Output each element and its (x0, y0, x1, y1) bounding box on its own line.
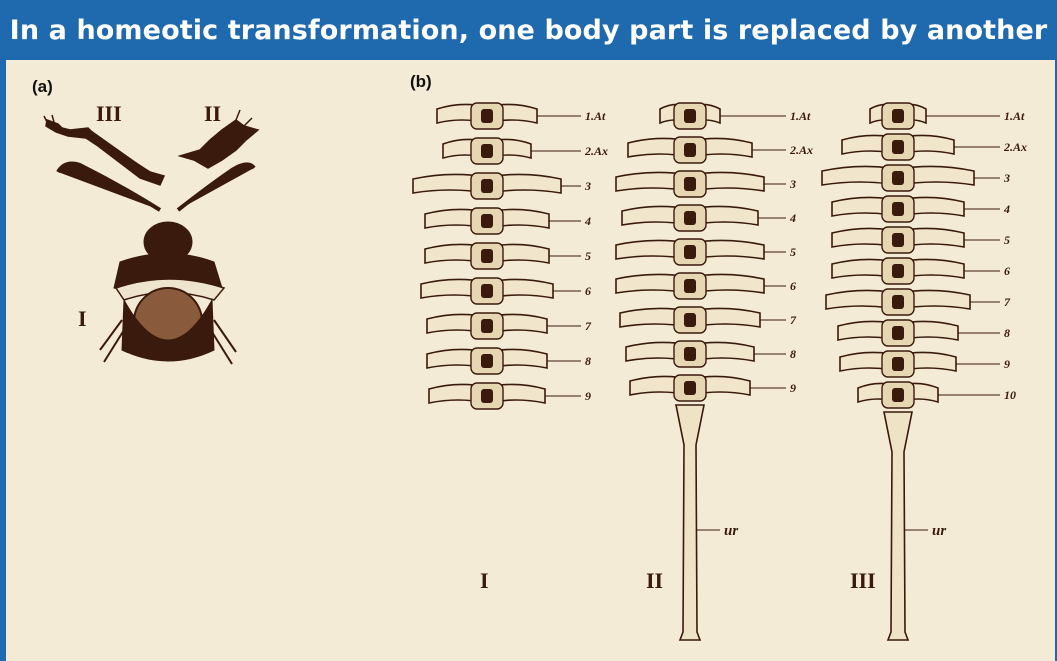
vertebra-canal (684, 347, 696, 361)
vertebra-label: 3 (584, 179, 591, 193)
vertebra-label: 4 (789, 211, 796, 225)
vertebra-label: 7 (1004, 295, 1011, 309)
vertebra-canal (684, 245, 696, 259)
vertebra-canal (892, 295, 904, 309)
vertebra-label: 4 (1003, 202, 1010, 216)
vertebra-label: 6 (790, 279, 796, 293)
vertebra-label: 9 (1004, 357, 1010, 371)
vertebra-label: 3 (1003, 171, 1010, 185)
vertebra-label: 1.At (585, 109, 606, 123)
vertebra-canal (481, 249, 493, 263)
vertebra-label: 8 (1004, 326, 1010, 340)
vertebra-canal (892, 388, 904, 402)
vertebra-canal (892, 140, 904, 154)
vertebra-canal (481, 144, 493, 158)
spine-roman-label: I (480, 568, 489, 593)
vertebra-label: 6 (585, 284, 591, 298)
spine-1: 1.At 2.Ax 3 4 5 6 7 8 9I (413, 103, 608, 593)
vertebra-label: 2.Ax (1003, 140, 1027, 154)
vertebra-canal (684, 279, 696, 293)
vertebra-canal (481, 354, 493, 368)
vertebra-label: 5 (790, 245, 796, 259)
vertebra-canal (684, 211, 696, 225)
vertebra-label: 3 (789, 177, 796, 191)
insect-label-iii: III (96, 101, 122, 126)
vertebra-canal (481, 214, 493, 228)
vertebra-canal (684, 313, 696, 327)
vertebra-label: 9 (790, 381, 796, 395)
vertebra-canal (892, 326, 904, 340)
vertebra-canal (684, 381, 696, 395)
urostyle (676, 405, 704, 640)
insect-drawing (44, 110, 258, 364)
insect-label-i: I (78, 306, 87, 331)
vertebra-label: 2.Ax (789, 143, 813, 157)
vertebra-canal (481, 179, 493, 193)
vertebra-canal (892, 264, 904, 278)
vertebra-label: 1.At (1004, 109, 1025, 123)
vertebra-label: 5 (1004, 233, 1010, 247)
vertebra-label: 7 (585, 319, 592, 333)
vertebra-canal (892, 202, 904, 216)
urostyle (884, 412, 912, 640)
urostyle-label: ur (932, 523, 946, 539)
spine-roman-label: II (646, 568, 663, 593)
vertebra-canal (684, 143, 696, 157)
vertebra-canal (481, 319, 493, 333)
insect-label-ii: II (204, 101, 221, 126)
vertebra-label: 7 (790, 313, 797, 327)
vertebra-label: 8 (790, 347, 796, 361)
vertebra-canal (684, 109, 696, 123)
vertebra-canal (481, 284, 493, 298)
vertebra-canal (892, 109, 904, 123)
vertebra-canal (892, 171, 904, 185)
vertebra-label: 4 (584, 214, 591, 228)
vertebra-label: 10 (1004, 388, 1016, 402)
vertebra-canal (892, 233, 904, 247)
vertebra-label: 2.Ax (584, 144, 608, 158)
vertebra-label: 6 (1004, 264, 1010, 278)
vertebra-label: 9 (585, 389, 591, 403)
vertebra-canal (481, 389, 493, 403)
vertebra-label: 5 (585, 249, 591, 263)
spine-roman-label: III (850, 568, 876, 593)
vertebra-label: 1.At (790, 109, 811, 123)
vertebra-canal (892, 357, 904, 371)
vertebra-canal (684, 177, 696, 191)
vertebra-label: 8 (585, 354, 591, 368)
urostyle-label: ur (724, 523, 738, 539)
vertebra-canal (481, 109, 493, 123)
